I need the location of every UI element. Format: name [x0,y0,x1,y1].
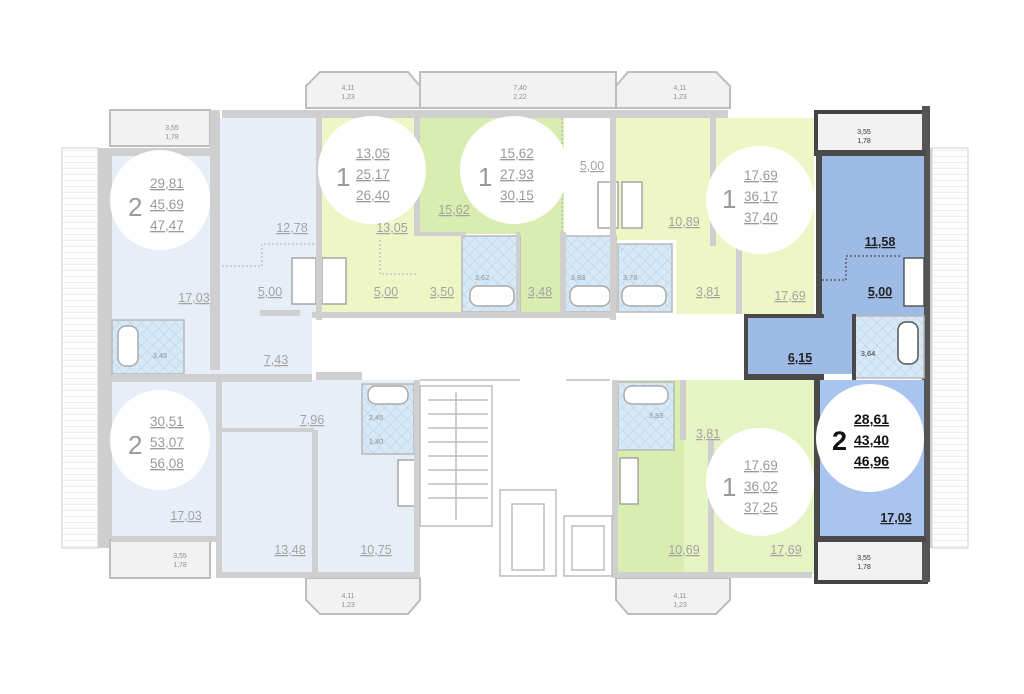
stair-core [419,379,613,577]
highlight-balconies-shapes [814,106,930,584]
room-area-highlight: 5,00 [868,285,892,299]
apartment-rooms-count: 1 [336,162,350,192]
apartment-total-area: 36,17 [744,189,778,204]
apartment-rooms-count-highlight: 2 [832,426,847,456]
balcony-area: 1,23 [341,94,355,101]
balcony-area-highlight: 3,55 [857,555,871,562]
apartment-total-with-balcony: 37,40 [744,210,778,225]
bathroom-area-highlight: 3,64 [861,349,876,358]
room-area: 10,75 [360,543,391,557]
room-labels: 12,78 13,05 15,62 5,00 10,89 17,03 5,00 … [170,159,805,557]
apartment-rooms-count: 2 [128,192,142,222]
balcony-area: 1,23 [341,602,355,609]
room-area: 10,89 [668,215,699,229]
room-area: 17,69 [774,289,805,303]
room-area: 7,43 [264,353,288,367]
room-area: 12,78 [276,221,307,235]
apartment-total-area-highlight: 43,40 [854,432,889,448]
room-area: 7,96 [300,413,324,427]
balcony-area: 7,40 [513,85,527,92]
outer-walls [61,147,969,549]
balcony-area: 1,23 [673,94,687,101]
apartment-total-with-balcony: 56,08 [150,456,184,471]
bathroom-area: 3,62 [475,273,490,282]
room-area: 10,69 [668,543,699,557]
highlight-room-labels: 11,58 5,00 6,15 17,03 [788,235,912,525]
bathroom-area: 3,83 [649,411,664,420]
apartment-rooms-count: 1 [722,472,736,502]
highlight-walls [744,150,926,542]
bathroom-area: 3,83 [571,273,586,282]
apartment-total-with-balcony: 37,25 [744,500,778,515]
room-area: 3,81 [696,427,720,441]
balconies-shapes [109,71,731,615]
room-area: 13,05 [376,221,407,235]
balcony-area-highlight: 1,78 [857,138,871,145]
interior-walls [104,110,812,578]
apartment-living-area: 17,69 [744,168,778,183]
apartment-total-with-balcony: 26,40 [356,188,390,203]
room-area: 5,00 [258,285,282,299]
bathroom-area: 3,45 [153,351,168,360]
bathroom-area: 1,40 [369,437,384,446]
balcony-area: 4,11 [673,85,686,92]
apartment-total-with-balcony: 47,47 [150,218,184,233]
apartment-total-area: 27,93 [500,167,534,182]
apartment-total-area: 36,02 [744,479,778,494]
apartment-living-area: 15,62 [500,146,534,161]
apartment-living-area: 29,81 [150,176,184,191]
balcony-area: 1,78 [173,562,187,569]
apartment-total-area: 45,69 [150,197,184,212]
balcony-area: 4,11 [673,593,686,600]
bathroom-labels: 3,62 3,83 3,78 3,45 2,45 1,40 3,83 3,64 [153,273,876,446]
room-area-highlight: 6,15 [788,351,812,365]
balcony-area: 3,55 [173,553,187,560]
apartment-living-area-highlight: 28,61 [854,411,889,427]
balcony-area-highlight: 1,78 [857,564,871,571]
apartment-rooms-count: 1 [478,162,492,192]
balcony-area-highlight: 3,55 [857,129,871,136]
balcony-labels: 4,11 1,23 7,40 2,22 4,11 1,23 3,55 1,78 … [165,85,871,609]
room-area: 17,03 [178,291,209,305]
room-area: 13,48 [274,543,305,557]
balcony-area: 1,78 [165,134,179,141]
balcony-area: 3,55 [165,125,179,132]
room-area: 3,50 [430,285,454,299]
apartment-rooms-count: 2 [128,430,142,460]
stoves [291,181,925,507]
apartment-total-with-balcony-highlight: 46,96 [854,453,889,469]
room-area: 17,03 [170,509,201,523]
apartment-circles [110,116,924,536]
room-area: 5,00 [580,159,604,173]
room-area-highlight: 17,03 [880,511,911,525]
apartment-rooms-count: 1 [722,184,736,214]
balcony-area: 4,11 [341,593,354,600]
balcony-area: 1,23 [673,602,687,609]
room-area: 17,69 [770,543,801,557]
apartment-living-area: 13,05 [356,146,390,161]
room-area: 3,81 [696,285,720,299]
room-area: 5,00 [374,285,398,299]
apartment-total-area: 25,17 [356,167,390,182]
balcony-area: 4,11 [341,85,354,92]
apartment-info: 2 29,81 45,69 47,47 1 13,05 25,17 26,40 … [128,146,889,515]
apartment-total-area: 53,07 [150,435,184,450]
bathtubs [117,285,919,405]
room-area: 15,62 [438,203,469,217]
bathroom-area: 2,45 [369,413,384,422]
balcony-area: 2,22 [513,94,527,101]
room-area-highlight: 11,58 [865,235,896,249]
room-area: 3,48 [528,285,552,299]
apartment-total-with-balcony: 30,15 [500,188,534,203]
apartment-living-area: 30,51 [150,414,184,429]
bathroom-area: 3,78 [623,273,638,282]
apartment-living-area: 17,69 [744,458,778,473]
